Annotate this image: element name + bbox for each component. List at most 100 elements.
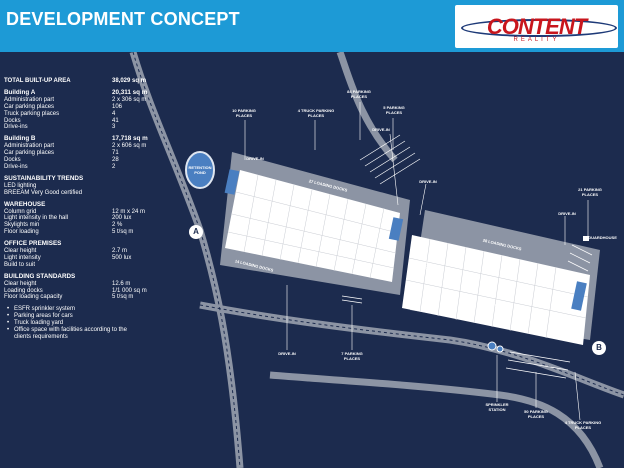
spec-row: Car parking places 71 xyxy=(4,150,232,157)
label-dim-b: 217 m xyxy=(484,302,496,307)
spec-value: 3 xyxy=(112,124,116,131)
spec-key: Drive-ins xyxy=(4,124,28,131)
spec-value: 28 xyxy=(112,157,119,164)
spec-value: 500 lux xyxy=(112,254,132,261)
logo-text: CONTENT xyxy=(486,14,587,39)
label-drive-in: DRIVE-IN xyxy=(278,351,296,356)
spec-row: Loading docks 1/1 000 sq m xyxy=(4,288,232,295)
spec-key: Docks xyxy=(4,117,21,124)
label-84-parking: 84 PARKING PLACES xyxy=(347,89,371,99)
spec-key: Car parking places xyxy=(4,103,55,110)
header-bar: DEVELOPMENT CONCEPT CONTENT REALITY xyxy=(0,0,624,52)
label-drive-in: DRIVE-IN xyxy=(558,211,576,216)
spec-row: Drive-ins 3 xyxy=(4,124,232,131)
spec-value: 2 xyxy=(112,163,116,170)
spec-value xyxy=(112,262,232,269)
building-a-label: Building A xyxy=(4,88,36,96)
building-a-marker: A xyxy=(189,225,203,239)
spec-row: Floor loading capacity 5 t/sq m xyxy=(4,294,232,301)
spec-value: 5 t/sq m xyxy=(112,294,134,301)
road-east xyxy=(336,52,398,163)
label-21-parking: 21 PARKING PLACES xyxy=(578,187,602,197)
spec-key: Drive-ins xyxy=(4,163,28,170)
spec-value: 2 x 306 sq m xyxy=(112,96,147,103)
office-b-east xyxy=(571,281,587,311)
spec-key: Skylights min xyxy=(4,222,40,229)
label-4-truck-bottom: 4 TRUCK PARKING PLACES xyxy=(564,420,602,430)
spec-key: Docks xyxy=(4,157,21,164)
spec-value: 5 t/sq m xyxy=(112,229,134,236)
label-retention-pond: RETENTION POND xyxy=(188,165,212,175)
sustainability-item: LED lighting xyxy=(4,182,37,189)
sprinkler-marker xyxy=(487,341,497,351)
spec-key: Administration part xyxy=(4,96,55,103)
page-title: DEVELOPMENT CONCEPT xyxy=(6,9,240,29)
building-b-label: Building B xyxy=(4,135,36,143)
retention-pond xyxy=(185,151,215,189)
label-50-parking: 50 PARKING PLACES xyxy=(524,409,548,419)
office-a-east xyxy=(388,217,404,241)
spec-value: 1/1 000 sq m xyxy=(112,287,147,294)
road-centerlines xyxy=(132,52,624,468)
label-4-truck-top: 4 TRUCK PARKING PLACES xyxy=(297,108,335,118)
parking-84 xyxy=(359,134,421,185)
label-drive-in: DRIVE-IN xyxy=(419,179,437,184)
spec-row: Docks 41 xyxy=(4,118,232,125)
spec-key: Floor loading capacity xyxy=(4,294,63,301)
logo-ring xyxy=(461,19,617,37)
building-b-header: Building B 17,718 sq m xyxy=(4,135,232,143)
spec-key: Light intensity in the hall xyxy=(4,215,69,222)
sustainability-heading: SUSTAINABILITY TRENDS xyxy=(4,174,84,182)
spec-row: Docks 28 xyxy=(4,157,232,164)
spec-value: 2.7 m xyxy=(112,248,128,255)
spec-value: 12 m x 24 m xyxy=(112,208,146,215)
spec-value: 41 xyxy=(112,117,119,124)
spec-value: 2 % xyxy=(112,222,123,229)
label-guardhouse: GUARDHOUSE xyxy=(588,235,617,240)
spec-row: Clear height 12.6 m xyxy=(4,281,232,288)
label-drive-in: DRIVE-IN xyxy=(246,156,264,161)
spec-key: Light intensity xyxy=(4,254,41,261)
feature-item: ESFR sprinkler system xyxy=(4,306,232,313)
office-heading: OFFICE PREMISES xyxy=(4,240,62,248)
spec-value: 71 xyxy=(112,150,119,157)
label-dim-a: 217 m xyxy=(302,251,314,256)
label-7-parking: 7 PARKING PLACES xyxy=(341,351,363,361)
building-b xyxy=(402,235,590,345)
total-area-label: TOTAL BUILT-UP AREA xyxy=(4,78,71,84)
road-lower xyxy=(269,371,604,468)
leader-lines xyxy=(244,102,589,421)
feature-item: Parking areas for cars xyxy=(4,313,232,320)
building-a-value: 20,311 sq m xyxy=(112,88,148,96)
total-area-row: TOTAL BUILT-UP AREA 38,029 sq m xyxy=(4,78,232,85)
spec-key: Administration part xyxy=(4,143,55,150)
warehouse-heading: WAREHOUSE xyxy=(4,200,46,208)
label-sprinkler: SPRINKLER STATION xyxy=(485,402,509,412)
feature-list: ESFR sprinkler system Parking areas for … xyxy=(4,306,232,341)
company-logo: CONTENT REALITY xyxy=(455,5,618,48)
spec-panel: TOTAL BUILT-UP AREA 38,029 sq m Building… xyxy=(4,78,232,341)
spec-key: Car parking places xyxy=(4,150,55,157)
standards-heading: BUILDING STANDARDS xyxy=(4,272,76,280)
building-b-marker: B xyxy=(592,341,606,355)
building-b-grid xyxy=(405,238,589,339)
spec-value: 12.6 m xyxy=(112,280,131,287)
spec-key: Clear height xyxy=(4,280,37,287)
spec-row: Skylights min 2 % xyxy=(4,222,232,229)
label-5-parking: 5 PARKING PLACES xyxy=(383,105,405,115)
spec-row: Light intensity 500 lux xyxy=(4,255,232,262)
spec-key: Loading docks xyxy=(4,287,43,294)
spec-row: Administration part 2 x 306 sq m xyxy=(4,97,232,104)
parking-7 xyxy=(341,295,363,304)
label-10-parking: 10 PARKING PLACES xyxy=(232,108,256,118)
spec-row: Build to suit xyxy=(4,262,232,269)
feature-item: Truck loading yard xyxy=(4,320,232,327)
sprinkler-marker-2 xyxy=(496,345,504,353)
spec-value: 2 x 606 sq m xyxy=(112,143,147,150)
